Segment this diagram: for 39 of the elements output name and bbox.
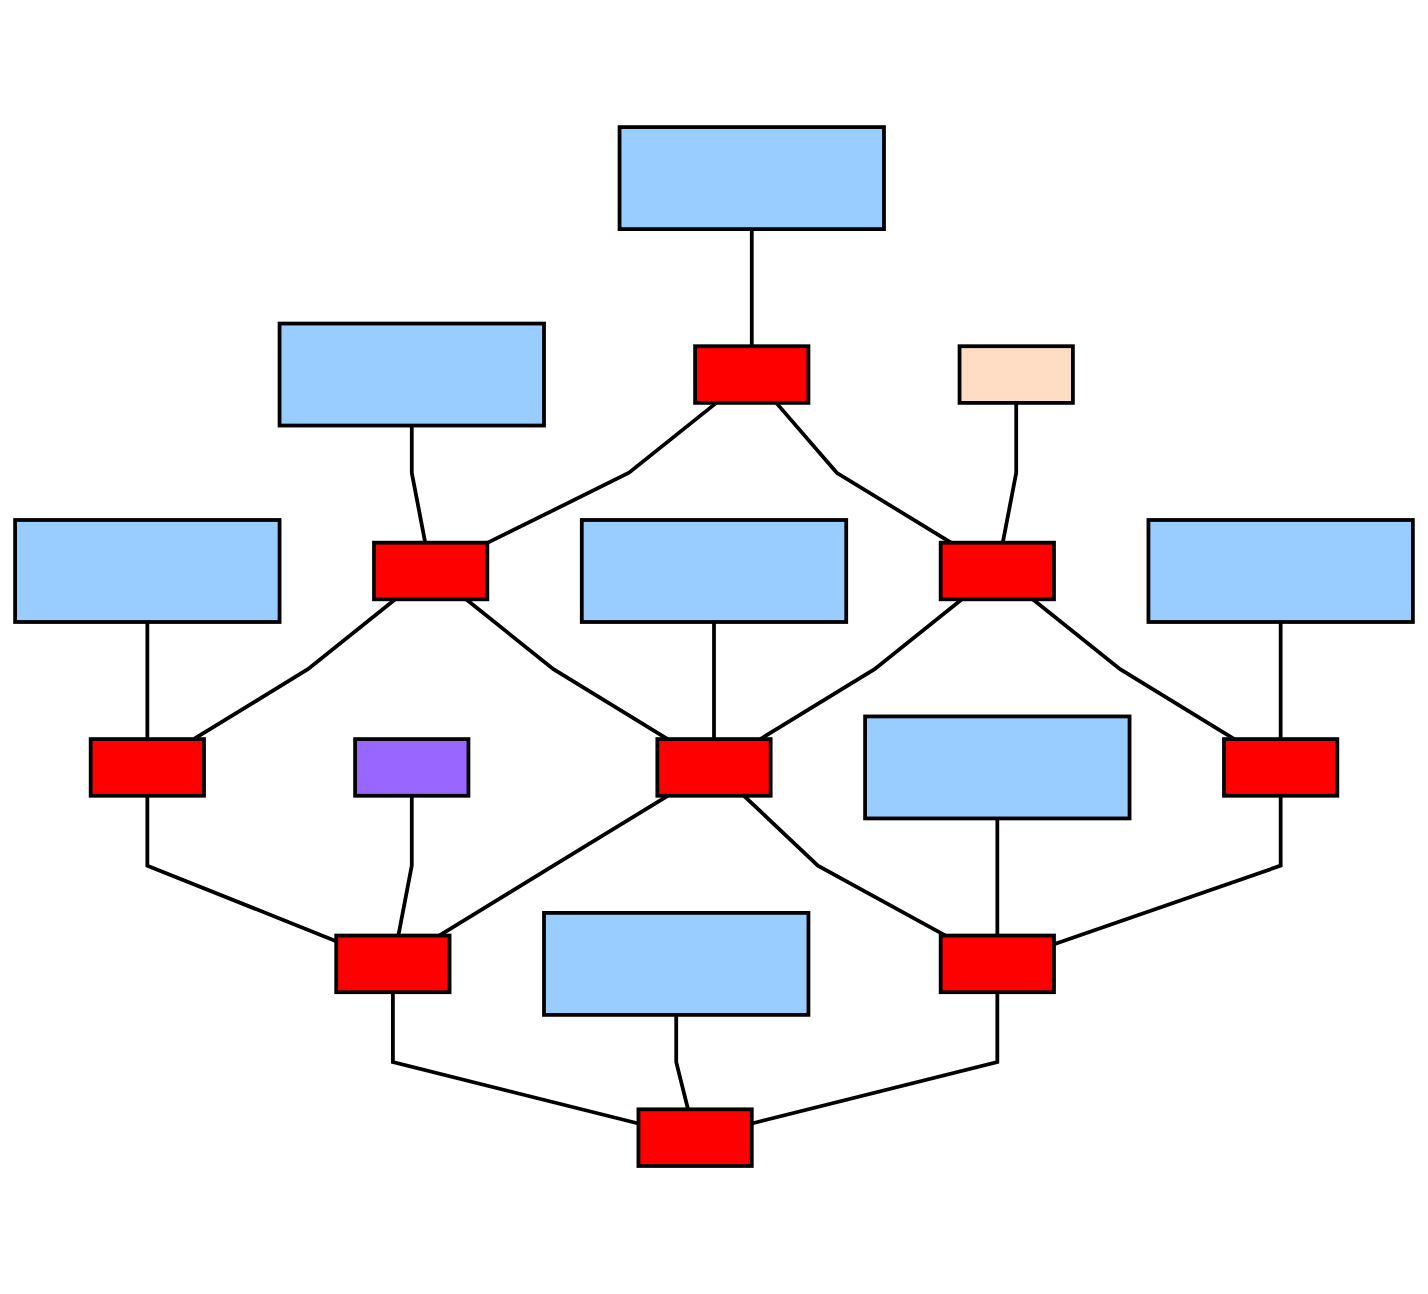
router-box — [372, 541, 490, 602]
connector — [145, 796, 337, 944]
router-box — [655, 737, 773, 799]
core-box — [277, 322, 546, 428]
router-box — [88, 737, 206, 799]
connector — [192, 598, 397, 742]
connector — [1031, 598, 1236, 742]
router-box — [636, 1107, 754, 1169]
core-box — [617, 125, 886, 232]
router-box — [693, 344, 811, 406]
core-box — [13, 518, 282, 625]
connector — [438, 794, 669, 938]
connector — [1053, 796, 1283, 947]
connector — [145, 622, 150, 740]
core-box — [353, 737, 471, 799]
connector — [464, 598, 669, 742]
core-box — [579, 518, 849, 625]
router-box — [938, 934, 1056, 995]
connector — [1000, 403, 1019, 544]
core-box — [957, 344, 1075, 406]
connector — [674, 1015, 690, 1111]
connector — [774, 402, 952, 545]
connector — [751, 992, 1000, 1126]
connector — [391, 992, 639, 1126]
connector — [742, 794, 947, 938]
router-box — [1222, 737, 1340, 799]
connector — [396, 796, 414, 937]
core-box — [863, 715, 1132, 821]
router-box — [334, 934, 452, 995]
connector — [486, 401, 718, 546]
core-box — [542, 911, 811, 1018]
connector — [409, 426, 428, 544]
connector — [712, 622, 716, 740]
connector — [759, 598, 964, 742]
connector — [995, 818, 1000, 936]
router-box — [938, 541, 1056, 602]
core-box — [1146, 518, 1415, 625]
connector — [1278, 622, 1283, 740]
connector — [749, 229, 754, 347]
